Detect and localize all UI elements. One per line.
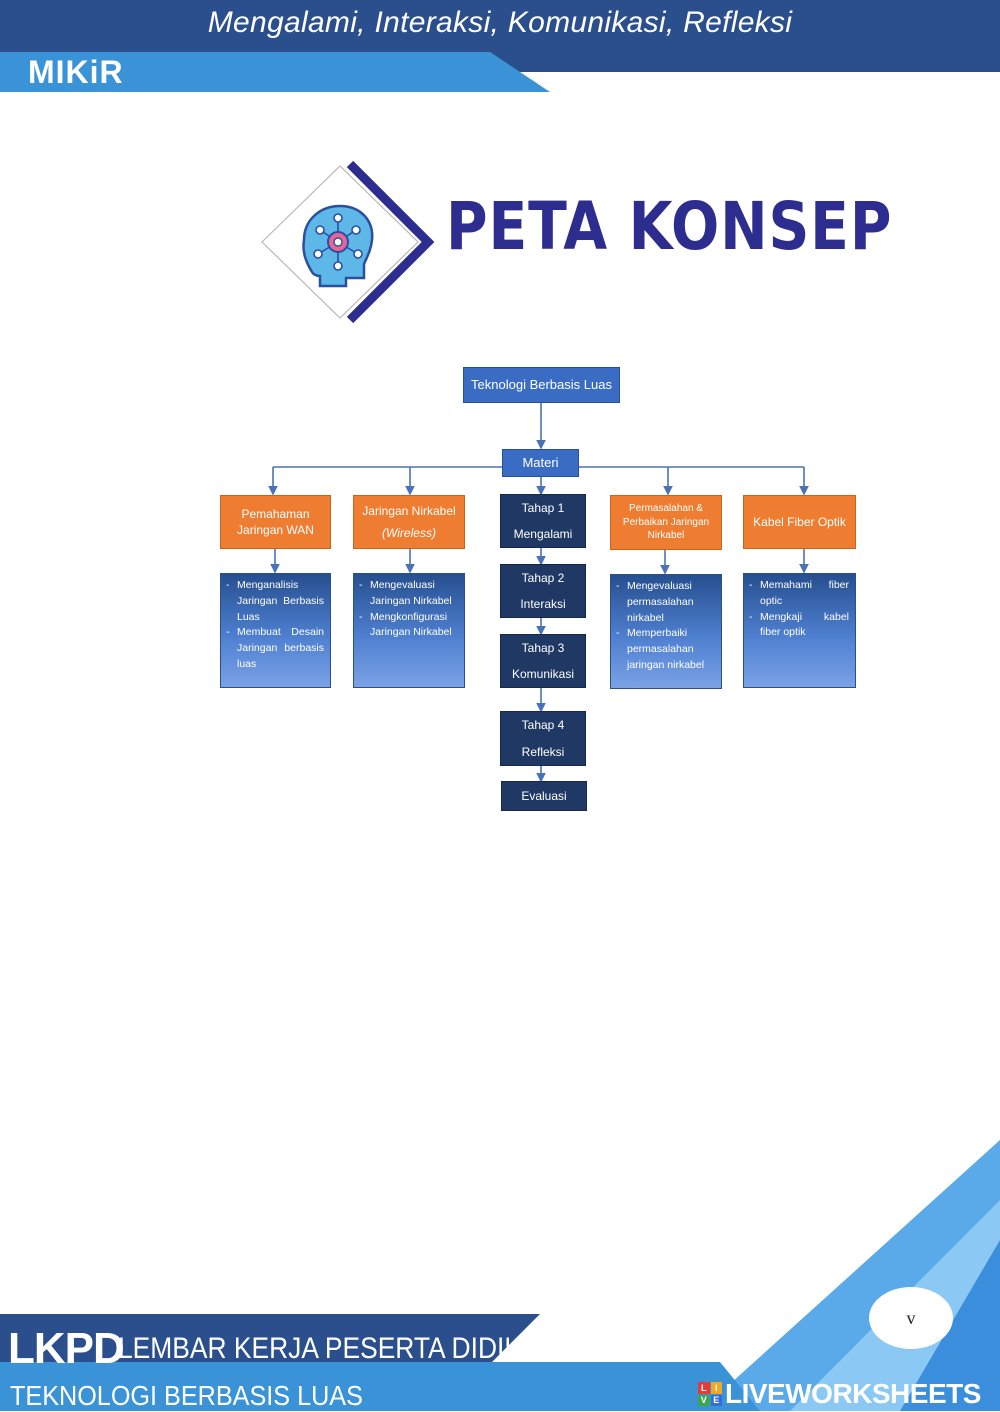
root-node: Teknologi Berbasis Luas <box>463 367 620 403</box>
detail-item: Memahami fiber optic <box>749 578 849 610</box>
footer-subject: TEKNOLOGI BERBASIS LUAS <box>10 1380 363 1411</box>
lw-icon-letter: E <box>710 1394 722 1406</box>
detail-item: Mengevaluasi permasalahan nirkabel <box>616 579 715 626</box>
detail-fiber-optic: Memahami fiber optic Mengkaji kabel fibe… <box>743 573 856 688</box>
stage-4-name: Refleksi <box>521 744 565 759</box>
topic-fiber-optic: Kabel Fiber Optik <box>743 495 856 549</box>
stage-3: Tahap 3 Komunikasi <box>500 634 586 688</box>
liveworksheets-logo: L I V E LIVEWORKSHEETS <box>698 1378 981 1410</box>
header-brand-band <box>0 52 550 92</box>
topic-wireless: Jaringan Nirkabel (Wireless) <box>353 495 465 549</box>
detail-wireless-troubleshooting: Mengevaluasi permasalahan nirkabel Mempe… <box>610 574 722 689</box>
topic-wireless-line2: (Wireless) <box>382 526 436 540</box>
footer-lembar-kerja: LEMBAR KERJA PESERTA DIDIK <box>118 1332 522 1365</box>
detail-wan: Menganalisis Jaringan Berbasis Luas Memb… <box>220 573 331 688</box>
topic-fiber-line1: Kabel Fiber Optik <box>753 514 846 529</box>
stage-3-step: Tahap 3 <box>521 640 565 655</box>
detail-item: Memperbaiki permasalahan jaringan nirkab… <box>616 626 715 673</box>
topic-wan: Pemahaman Jaringan WAN <box>220 495 331 549</box>
header-brand: MIKiR <box>28 54 124 90</box>
topic-troubleshoot-line2: Perbaikan Jaringan <box>622 516 710 528</box>
stage-1-name: Mengalami <box>513 527 573 541</box>
detail-item: Mengkaji kabel fiber optik <box>749 610 849 642</box>
brain-network-icon <box>261 160 435 324</box>
detail-item: Mengkonfigurasi Jaringan Nirkabel <box>359 610 458 642</box>
evaluation-node: Evaluasi <box>501 781 587 811</box>
evaluation-label: Evaluasi <box>521 788 567 803</box>
topic-troubleshoot-line3: Nirkabel <box>647 530 685 542</box>
detail-item: Menganalisis Jaringan Berbasis Luas <box>226 578 324 625</box>
detail-item: Mengevaluasi Jaringan Nirkabel <box>359 578 458 610</box>
topic-wan-line1: Pemahaman <box>241 506 310 521</box>
footer-band-bottom <box>0 1362 760 1411</box>
footer-lkpd: LKPD <box>8 1324 125 1373</box>
topic-troubleshoot-line1: Permasalahan & <box>629 503 703 515</box>
page-title: PETA KONSEP <box>446 188 893 265</box>
liveworksheets-text: LIVEWORKSHEETS <box>725 1378 981 1409</box>
liveworksheets-icon: L I V E <box>698 1382 722 1406</box>
lw-icon-letter: V <box>698 1394 710 1406</box>
topic-wireless-troubleshooting: Permasalahan & Perbaikan Jaringan Nirkab… <box>610 495 722 550</box>
stage-4: Tahap 4 Refleksi <box>500 711 586 766</box>
page-number: v <box>869 1287 953 1349</box>
lw-icon-letter: L <box>698 1382 710 1394</box>
hub-node: Materi <box>502 449 579 477</box>
stage-3-name: Komunikasi <box>511 667 575 681</box>
stage-2: Tahap 2 Interaksi <box>500 564 586 618</box>
topic-wan-line2: Jaringan WAN <box>237 523 314 537</box>
stage-2-name: Interaksi <box>520 597 566 611</box>
detail-wireless: Mengevaluasi Jaringan Nirkabel Mengkonfi… <box>353 573 465 688</box>
stage-1-step: Tahap 1 <box>521 500 565 515</box>
header-title: Mengalami, Interaksi, Komunikasi, Reflek… <box>207 6 793 39</box>
stage-1: Tahap 1 Mengalami <box>500 494 586 548</box>
stage-2-step: Tahap 2 <box>521 570 565 585</box>
topic-wireless-line1: Jaringan Nirkabel <box>362 503 456 518</box>
stage-4-step: Tahap 4 <box>521 718 565 733</box>
detail-item: Membuat Desain Jaringan berbasis luas <box>226 625 324 672</box>
lw-icon-letter: I <box>710 1382 722 1394</box>
